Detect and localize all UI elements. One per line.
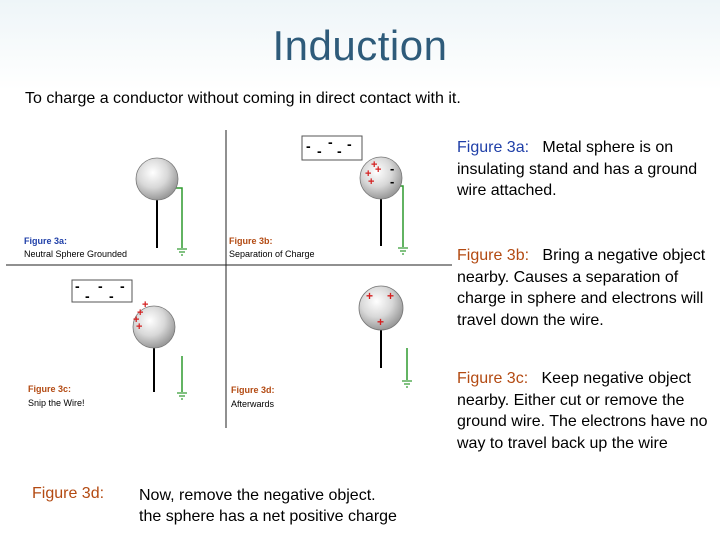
positive-charge: + — [365, 168, 371, 180]
panel-label: Figure 3d: — [231, 385, 275, 395]
caption-text: Metal sphere is on insulating stand and … — [457, 139, 698, 199]
caption-label-figure-3d: Figure 3d: — [32, 485, 105, 502]
panel-3c: - - - - - + + + + Figure 3c: Snip the Wi… — [28, 278, 187, 408]
panel-3a: Figure 3a: Neutral Sphere Grounded — [24, 157, 187, 259]
ground-icon — [402, 380, 412, 388]
positive-charge: + — [377, 315, 384, 329]
caption-label: Figure 3b: — [457, 247, 530, 264]
caption-figure-3a: Figure 3a: Metal sphere is on insulating… — [457, 137, 712, 202]
ground-icon — [398, 247, 408, 255]
metal-sphere — [135, 157, 179, 201]
negative-charge: - — [317, 143, 322, 159]
page-subtitle: To charge a conductor without coming in … — [25, 90, 461, 107]
negative-charge: - — [109, 288, 114, 304]
panel-sublabel: Snip the Wire! — [28, 398, 85, 408]
negative-object — [71, 279, 133, 303]
metal-sphere — [132, 305, 176, 349]
positive-charge: + — [133, 314, 139, 326]
caption-text: Keep negative object nearby. Either cut … — [457, 370, 708, 452]
negative-charge: - — [120, 278, 125, 294]
positive-charge: + — [366, 289, 373, 303]
positive-charge: + — [368, 176, 374, 188]
induction-diagram: Figure 3a: Neutral Sphere Grounded - - -… — [6, 130, 452, 428]
metal-sphere — [359, 156, 403, 200]
caption-figure-3d: Now, remove the negative object. the sph… — [139, 485, 459, 527]
negative-charge: - — [347, 136, 352, 152]
positive-charge: + — [387, 289, 394, 303]
panel-sublabel: Neutral Sphere Grounded — [24, 249, 127, 259]
positive-charge: + — [137, 307, 143, 319]
page-title: Induction — [272, 22, 448, 69]
negative-charge: - — [328, 134, 333, 150]
negative-charge: - — [337, 143, 342, 159]
positive-charge: + — [142, 299, 148, 311]
panel-3d: + + + Figure 3d: Afterwards — [231, 285, 412, 409]
caption-text-line: Now, remove the negative object. — [139, 487, 376, 504]
induction-figure: Figure 3a: Neutral Sphere Grounded - - -… — [6, 130, 452, 428]
caption-text: Bring a negative object nearby. Causes a… — [457, 247, 706, 329]
metal-sphere — [358, 285, 404, 331]
negative-charge: - — [98, 278, 103, 294]
caption-text-line: the sphere has a net positive charge — [139, 508, 397, 525]
panel-label: Figure 3c: — [28, 384, 71, 394]
panel-3b: - - - - - + + + + - - Figure 3b: Separat… — [229, 134, 408, 259]
negative-charge: - — [306, 138, 311, 154]
negative-object — [301, 135, 363, 161]
ground-icon — [177, 392, 187, 400]
negative-charge: - — [390, 161, 394, 176]
panel-label: Figure 3a: — [24, 236, 67, 246]
negative-charge: - — [75, 278, 80, 294]
positive-charge: + — [375, 164, 381, 176]
negative-charge: - — [390, 174, 394, 189]
panel-sublabel: Separation of Charge — [229, 249, 315, 259]
positive-charge: + — [371, 159, 377, 171]
caption-figure-3c: Figure 3c: Keep negative object nearby. … — [457, 368, 712, 454]
panel-label: Figure 3b: — [229, 236, 273, 246]
panel-sublabel: Afterwards — [231, 399, 275, 409]
caption-figure-3b: Figure 3b: Bring a negative object nearb… — [457, 245, 712, 331]
positive-charge: + — [136, 321, 142, 333]
caption-label: Figure 3a: — [457, 139, 530, 156]
caption-label: Figure 3c: — [457, 370, 529, 387]
negative-charge: - — [85, 288, 90, 304]
ground-icon — [177, 248, 187, 256]
